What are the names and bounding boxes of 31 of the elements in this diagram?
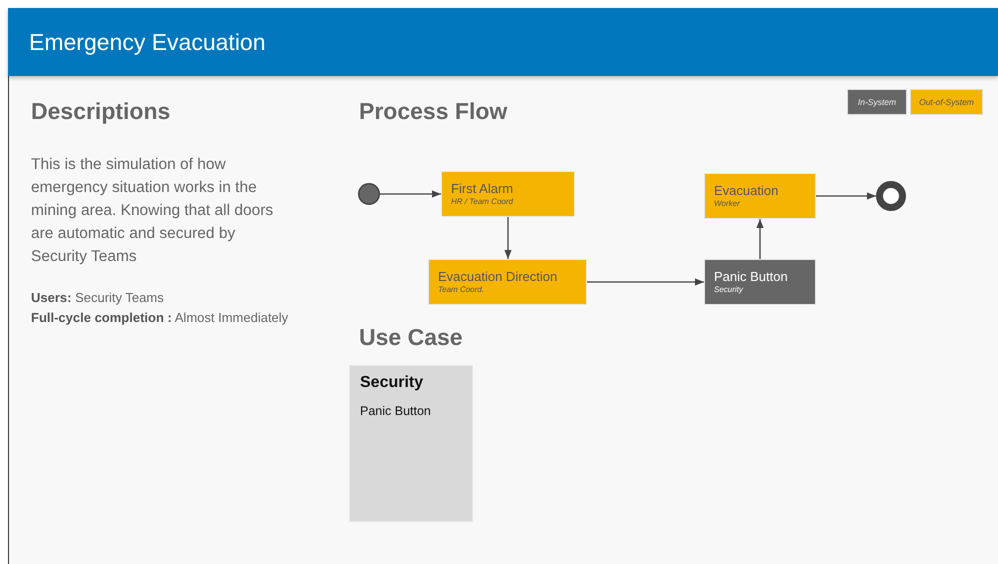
section-heading: Descriptions: [31, 98, 170, 125]
arrow: [587, 278, 704, 286]
arrow: [380, 190, 441, 198]
arrow: [816, 192, 876, 200]
process-box: [704, 173, 816, 219]
start-circle: [358, 183, 380, 205]
process-box: [428, 259, 587, 305]
step-role: HR / Team Coord: [451, 197, 514, 206]
step-role: Security: [714, 285, 744, 294]
step-title: Evacuation: [714, 183, 780, 198]
step-role: Worker: [714, 199, 741, 208]
section-heading: Use Case: [359, 324, 463, 351]
legend-swatch: Out-of-System: [910, 89, 983, 115]
card-title: Security: [360, 374, 424, 392]
process-box: [441, 171, 575, 217]
step-title: First Alarm: [451, 181, 514, 196]
arrow: [756, 219, 764, 259]
end-circle: [876, 181, 906, 211]
legend-swatch: In-System: [847, 89, 907, 115]
description-text: This is the simulation of how emergency situation works in the mining area. Knowing that all doors are automatic and secured by Security Teams: [31, 155, 274, 267]
users-text: Users: Security Teams: [31, 290, 164, 305]
card-item: Panic Button: [360, 404, 432, 418]
use-case-card: [349, 365, 473, 522]
process-box: [704, 259, 816, 305]
step-role: Team Coord.: [438, 285, 485, 294]
section-heading: Process Flow: [359, 98, 508, 125]
step-title: Evacuation Direction: [438, 269, 558, 284]
arrow: [504, 217, 512, 259]
step-title: Panic Button: [714, 269, 789, 284]
page-title: Emergency Evacuation: [29, 28, 266, 56]
completion-text: Full-cycle completion : Almost Immediately: [31, 310, 288, 325]
